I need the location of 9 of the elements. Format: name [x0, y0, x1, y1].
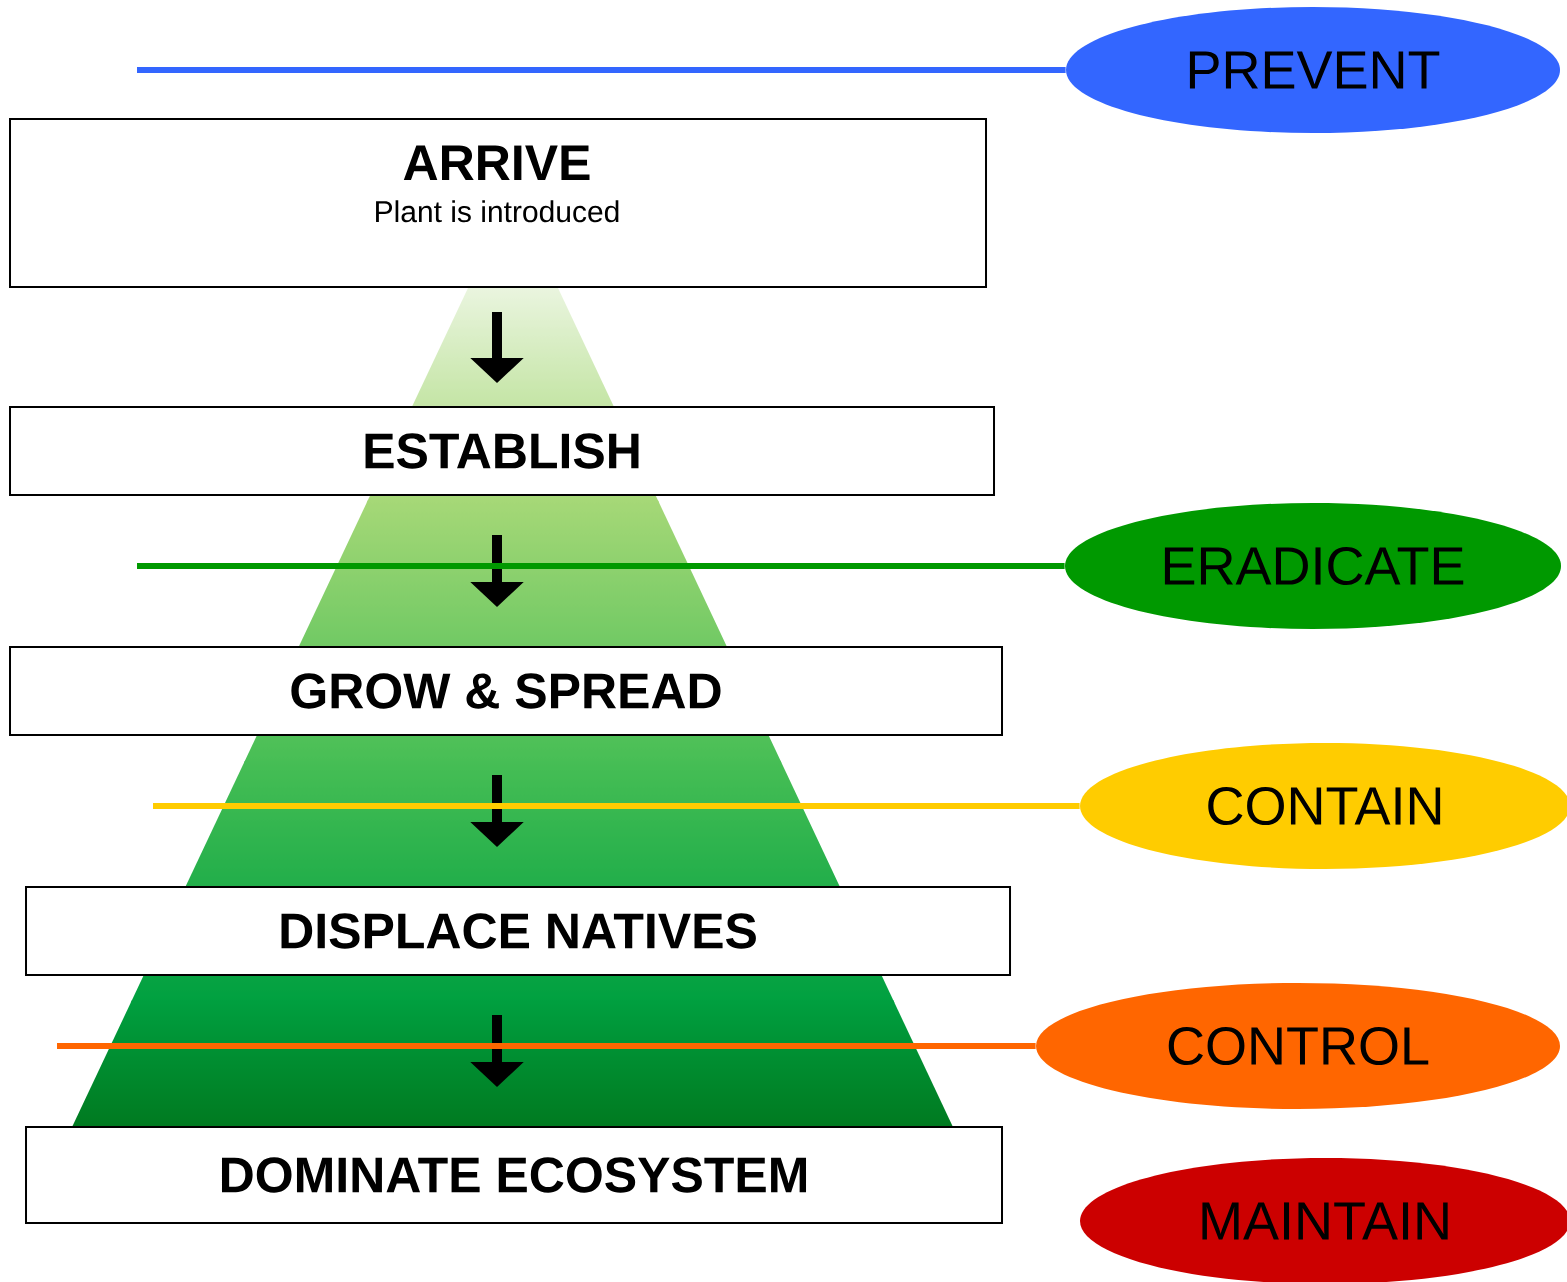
- stage-box: DOMINATE ECOSYSTEM: [25, 1126, 1003, 1224]
- line: [153, 803, 1080, 809]
- line: [137, 563, 1065, 569]
- stage-box: ARRIVE Plant is introduced: [9, 118, 987, 288]
- stage-box: DISPLACE NATIVES: [25, 886, 1011, 976]
- stage-box: GROW & SPREAD: [9, 646, 1003, 736]
- line: [137, 67, 1066, 73]
- stage-box: ESTABLISH: [9, 406, 995, 496]
- line: [57, 1043, 1036, 1049]
